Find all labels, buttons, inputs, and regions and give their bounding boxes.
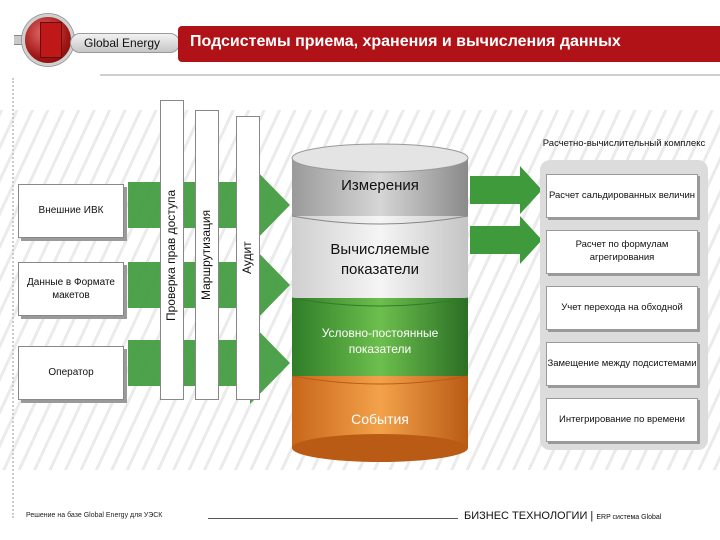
layer-measurements-label: Измерения [341,177,419,194]
source-operator: Оператор [18,346,124,400]
source-layout-data: Данные в Формате макетов [18,262,124,316]
side-dotted-line [12,78,14,518]
header: Global Energy Подсистемы приема, хранени… [0,0,720,78]
calc-substitution: Замещение между подсистемами [546,342,698,386]
stage-access-check [160,100,184,400]
divider-3 [291,375,469,385]
divider-2 [291,297,469,307]
layer-computed-label: Вычисляемые показатели [330,241,430,278]
brand-name: Global Energy [84,36,161,50]
layer-constant-label: Условно-постоянные показатели [321,326,439,356]
calc-integration: Интегрирование по времени [546,398,698,442]
page-title: Подсистемы приема, хранения и вычисления… [190,33,621,50]
footer-right-small: ERP система Global [596,514,662,521]
footer-right: БИЗНЕС ТЕХНОЛОГИИ | ERP система Global [464,510,661,522]
arrow-right-1 [470,166,542,214]
calc-aggregation: Расчет по формулам агрегирования [546,230,698,274]
cylinder-bottom [292,434,468,462]
logo-emblem [40,22,62,58]
arrow-right-2 [470,216,542,264]
source-external-ivk: Внешние ИВК [18,184,124,238]
footer-right-main: БИЗНЕС ТЕХНОЛОГИИ | [464,510,594,522]
cylinder-constant [292,298,468,376]
header-divider [100,74,720,76]
stage-audit [236,116,260,400]
cylinder-top [291,143,469,173]
calc-bypass: Учет перехода на обходной [546,286,698,330]
calc-balance: Расчет сальдированных величин [546,174,698,218]
cylinder-computed [292,216,468,298]
layer-events-label: События [351,411,409,427]
title-bar [178,26,720,62]
footer-divider [208,518,458,519]
divider-1 [291,215,469,225]
stage-routing [195,110,219,400]
footer-left: Решение на базе Global Energy для УЭСК [26,512,163,519]
computing-complex-title: Расчетно-вычислительный комплекс [542,138,706,149]
